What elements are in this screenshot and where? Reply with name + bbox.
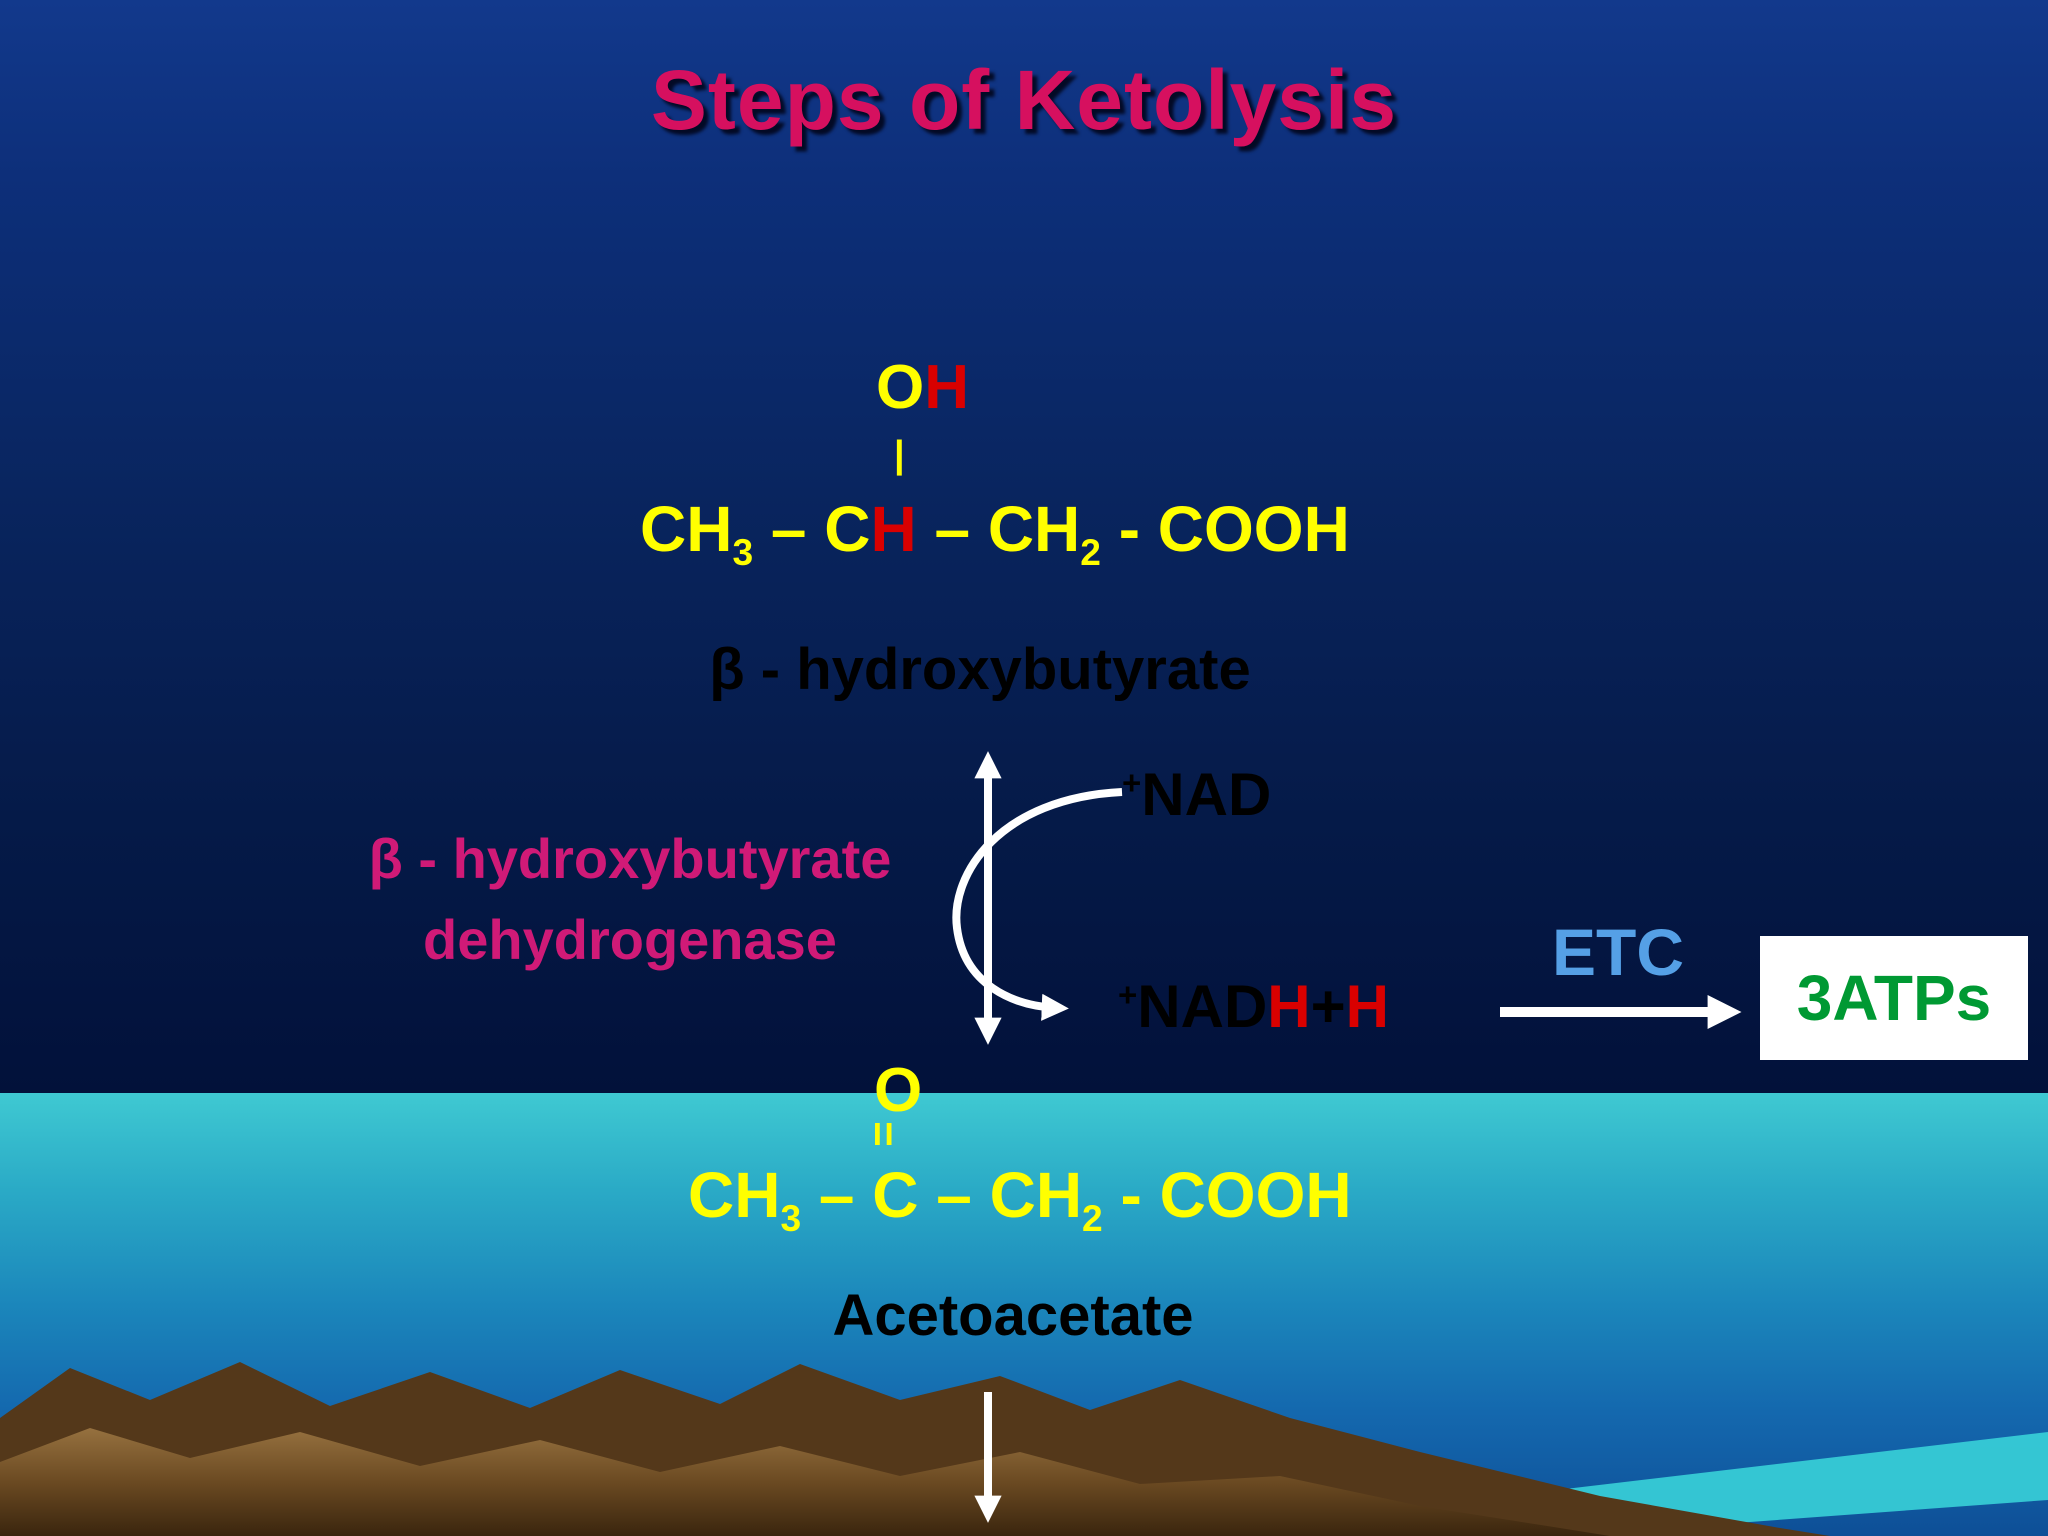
double-bond: = (859, 1112, 908, 1156)
nadh-plus: + (1310, 973, 1346, 1040)
nadh-nad-text: NAD (1137, 973, 1268, 1040)
mountain-front-ridge (0, 1428, 1610, 1536)
double-bond-glyph: = (858, 1121, 908, 1147)
formula-segment: CH (688, 1159, 781, 1231)
single-bond: | (894, 434, 905, 476)
acetoacetate-name: Acetoacetate (832, 1283, 1194, 1348)
formula-segment: - COOH (1100, 493, 1350, 565)
nad-plus-sign: + (1122, 764, 1142, 801)
subscript-3: 3 (780, 1196, 802, 1239)
formula-segment: – C – CH (801, 1159, 1083, 1231)
slide-title: Steps of Ketolysis (650, 53, 1398, 147)
bhb-formula: CH3 – CH – CH2 - COOH (640, 492, 1350, 574)
subscript-2: 2 (1082, 1196, 1103, 1239)
enzyme-label: β - hydroxybutyrate dehydrogenase (369, 818, 892, 980)
carbonyl-oxygen: O (874, 1056, 923, 1125)
formula-segment: – CH (916, 493, 1081, 565)
nadh-plus-sign: + (1118, 976, 1138, 1013)
atp-box: 3ATPs (1760, 936, 2028, 1060)
atp-label: 3ATPs (1796, 962, 1992, 1034)
nadh-label: +NADH+H (1118, 972, 1389, 1041)
bhb-name: β - hydroxybutyrate (709, 637, 1251, 702)
formula-segment: – C (753, 493, 871, 565)
alpha-hydrogen: H (870, 493, 917, 565)
hydroxyl-group: OH (876, 352, 969, 423)
nad-text: NAD (1141, 761, 1272, 828)
enzyme-line2: dehydrogenase (423, 908, 837, 972)
nadh-h2: H (1345, 973, 1390, 1040)
subscript-3: 3 (732, 530, 754, 573)
etc-label: ETC (1552, 915, 1684, 989)
formula-segment: CH (640, 493, 733, 565)
formula-segment: - COOH (1102, 1159, 1352, 1231)
hydroxyl-o: O (876, 353, 925, 422)
subscript-2: 2 (1080, 530, 1101, 573)
enzyme-line1: β - hydroxybutyrate (368, 827, 892, 890)
nad-label: +NAD (1122, 760, 1271, 829)
nadh-h1: H (1267, 973, 1311, 1040)
hydroxyl-h: H (924, 353, 970, 422)
acetoacetate-formula: CH3 – C – CH2 - COOH (688, 1158, 1352, 1240)
